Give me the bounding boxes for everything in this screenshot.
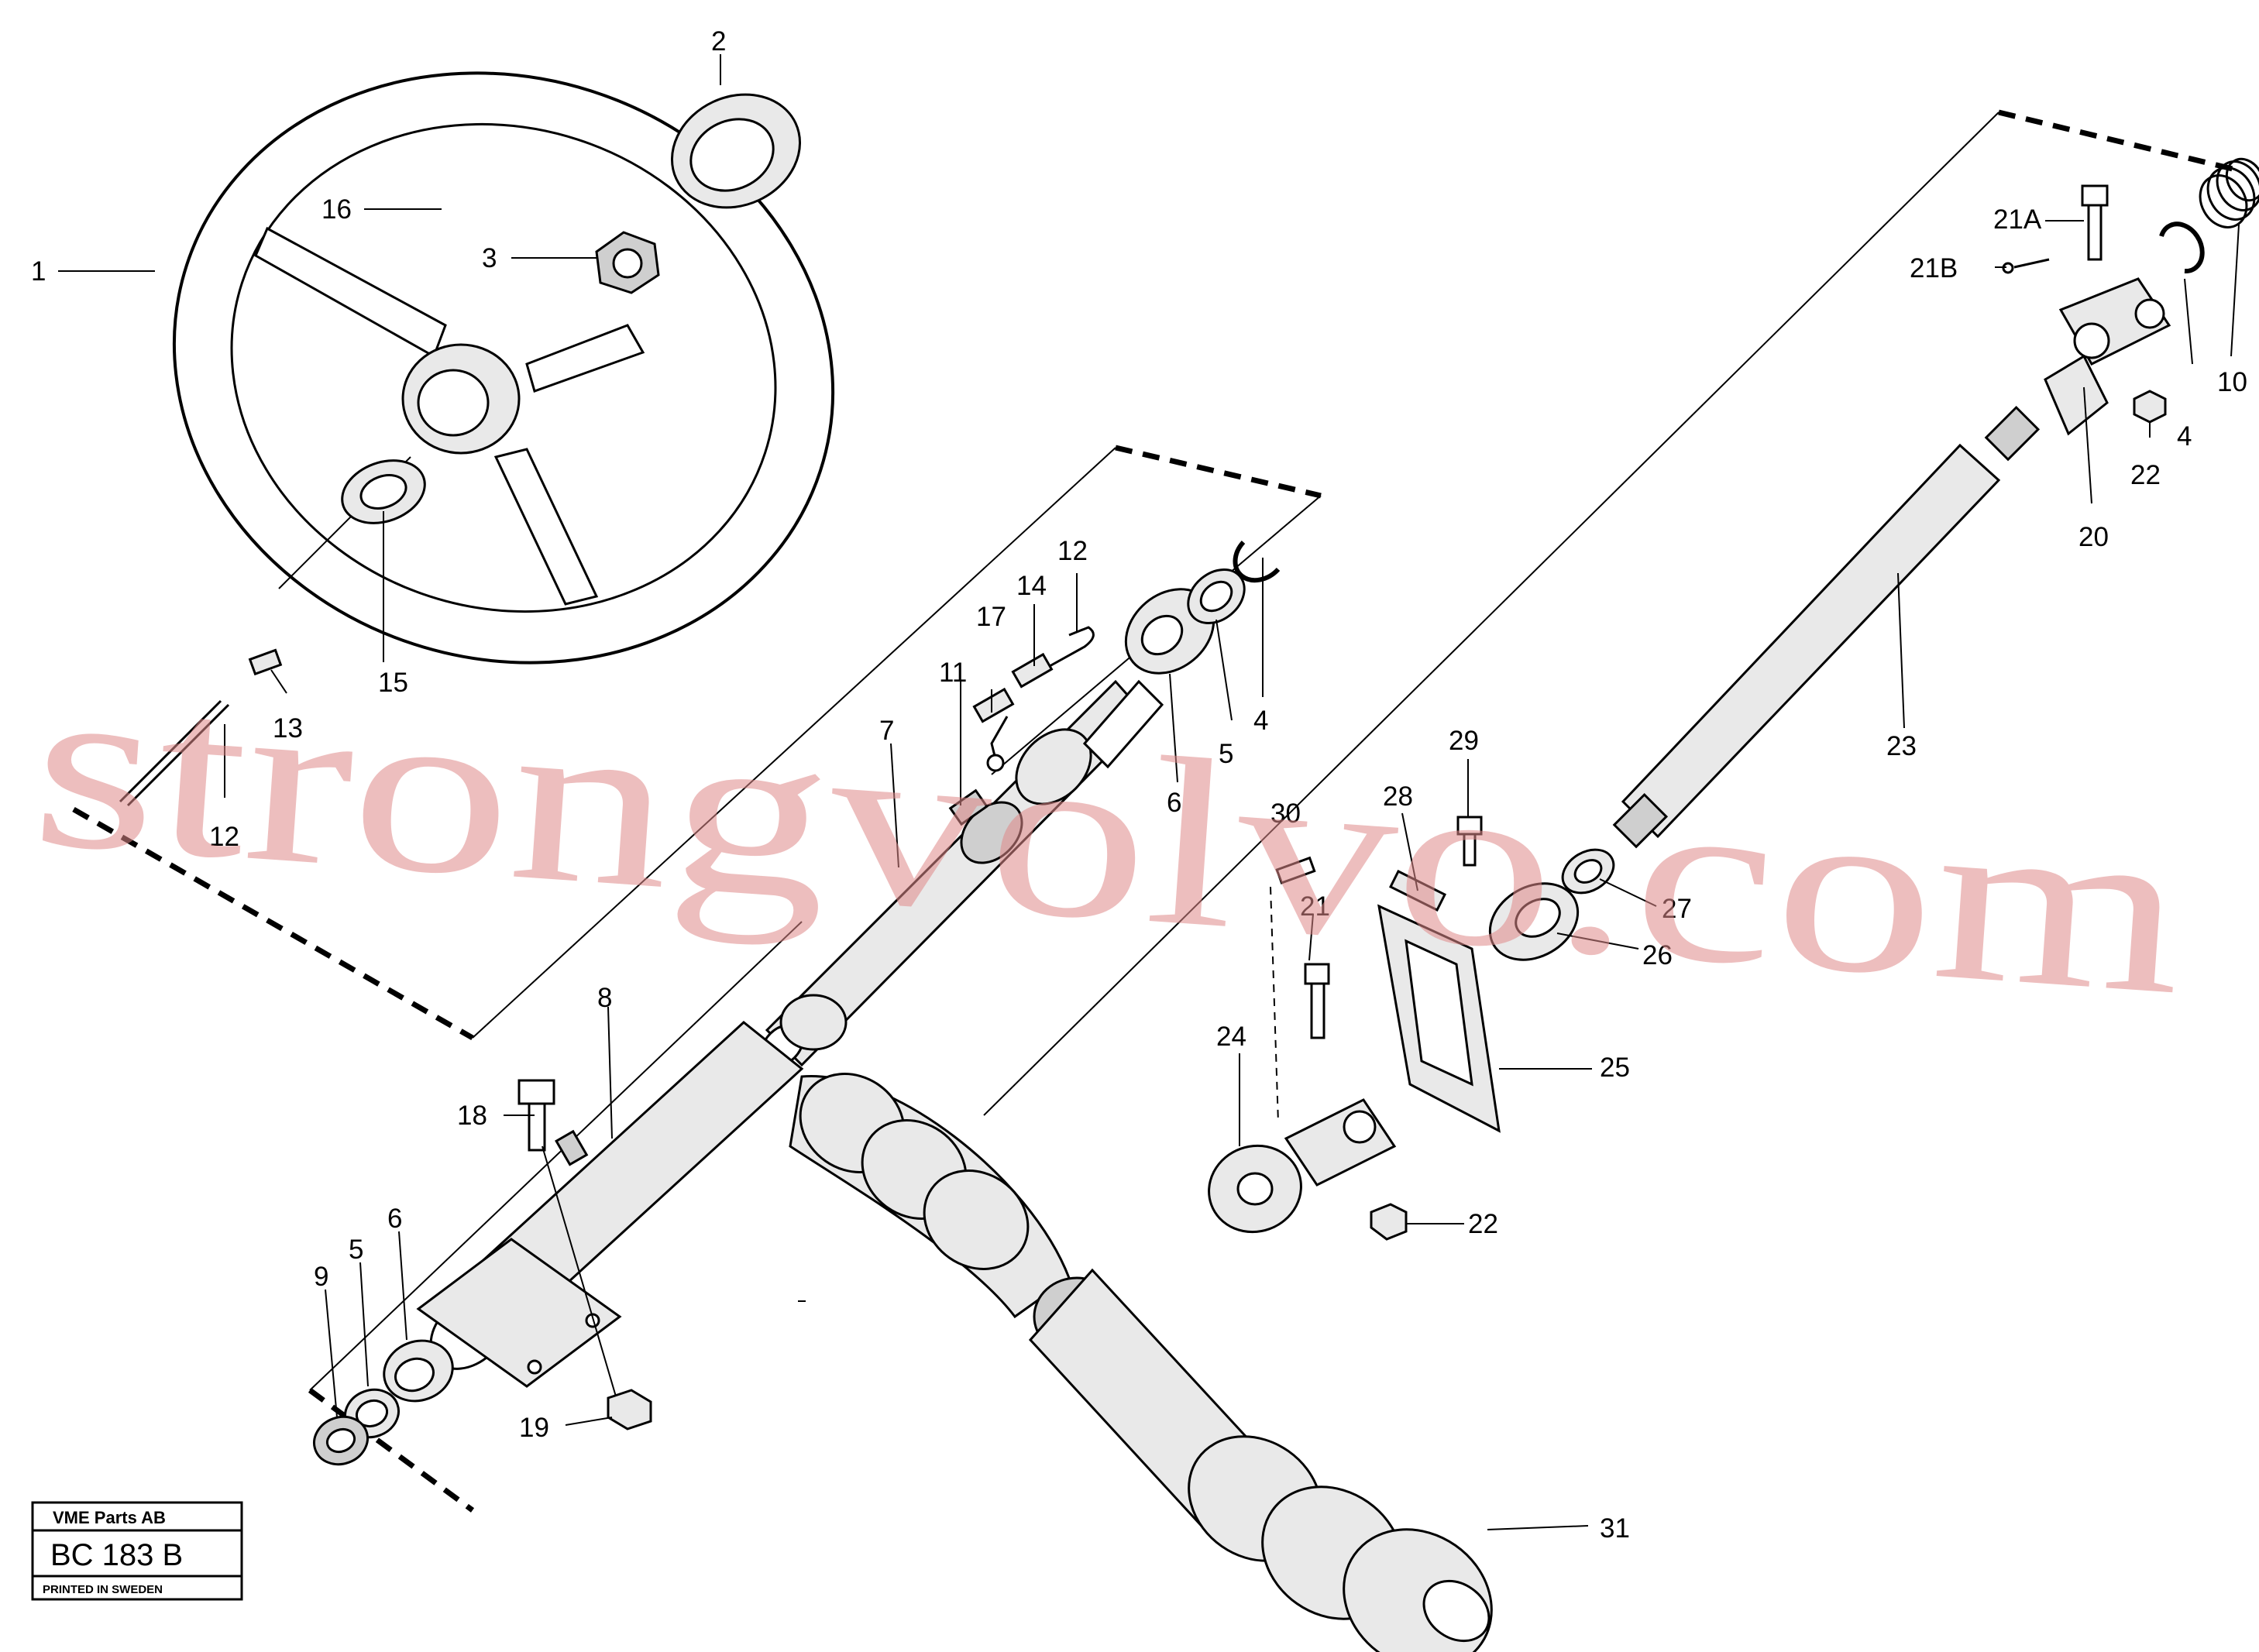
horn-cap	[670, 93, 802, 209]
title-plate: VME Parts AB BC 183 B PRINTED IN SWEDEN	[31, 1501, 243, 1601]
callout-16: 16	[321, 194, 352, 225]
callout-11: 11	[939, 658, 967, 688]
callout-6-lower: 6	[387, 1204, 402, 1234]
callout-10: 10	[2217, 367, 2247, 397]
callout-3: 3	[482, 243, 497, 273]
callout-22-upper: 22	[2130, 460, 2161, 490]
leader-lines	[58, 54, 2240, 1530]
callout-4-upper: 4	[1253, 706, 1268, 736]
callout-15: 15	[378, 668, 408, 698]
callout-12-upper: 12	[1057, 536, 1088, 566]
callout-31: 31	[1600, 1513, 1630, 1544]
nut	[595, 231, 660, 294]
bellows	[779, 994, 1493, 1652]
column-bearing	[1488, 848, 1615, 961]
callout-8: 8	[597, 983, 612, 1013]
callout-1: 1	[31, 256, 46, 287]
plate-company: VME Parts AB	[53, 1508, 166, 1527]
upper-bearing-set	[1124, 540, 1281, 675]
lower-universal-joint	[1208, 856, 1408, 1241]
callout-5-upper: 5	[1219, 739, 1233, 769]
callout-7: 7	[879, 716, 894, 746]
intermediate-shaft	[1612, 405, 2041, 849]
callout-23: 23	[1886, 731, 1917, 761]
callout-30: 30	[1270, 799, 1301, 829]
callout-21b: 21B	[1910, 253, 1958, 283]
column-small-parts	[948, 626, 1095, 826]
upper-universal-joint	[2002, 157, 2259, 436]
plate-code: BC 183 B	[50, 1538, 183, 1572]
callout-29: 29	[1449, 726, 1479, 756]
plate-printed: PRINTED IN SWEDEN	[43, 1583, 163, 1596]
callout-19: 19	[519, 1413, 549, 1443]
callout-6-upper: 6	[1167, 788, 1181, 818]
wire-and-clip	[119, 648, 283, 807]
steering-column-lower	[416, 1021, 804, 1388]
callout-14: 14	[1016, 571, 1047, 601]
callout-labels: 1 2 3 16 15 13 12 12 17 11 14 7 6 5 4 8 …	[31, 26, 2247, 1544]
callout-5-lower: 5	[349, 1235, 363, 1265]
callout-28: 28	[1383, 781, 1413, 812]
callout-21a: 21A	[1993, 204, 2042, 235]
callout-9: 9	[314, 1262, 328, 1292]
callout-26: 26	[1642, 940, 1673, 970]
callout-2: 2	[711, 26, 726, 57]
bushing	[341, 459, 426, 524]
callout-24: 24	[1216, 1022, 1246, 1052]
callout-17: 17	[976, 602, 1006, 632]
bolt-and-nut	[517, 1079, 652, 1430]
callout-27: 27	[1662, 894, 1692, 924]
callout-25: 25	[1600, 1053, 1630, 1083]
lower-bearing-set	[313, 1339, 454, 1466]
callout-13: 13	[273, 713, 303, 744]
callout-12-left: 12	[209, 822, 239, 852]
flange-plate	[1377, 816, 1501, 1133]
callout-20: 20	[2078, 522, 2109, 552]
callout-21: 21	[1300, 891, 1330, 922]
callout-4-right: 4	[2177, 421, 2192, 452]
callout-18: 18	[457, 1101, 487, 1131]
callout-22-lower: 22	[1468, 1209, 1498, 1239]
steering-column-upper	[761, 679, 1164, 1067]
spring	[2199, 157, 2259, 228]
steering-wheel	[172, 71, 835, 665]
